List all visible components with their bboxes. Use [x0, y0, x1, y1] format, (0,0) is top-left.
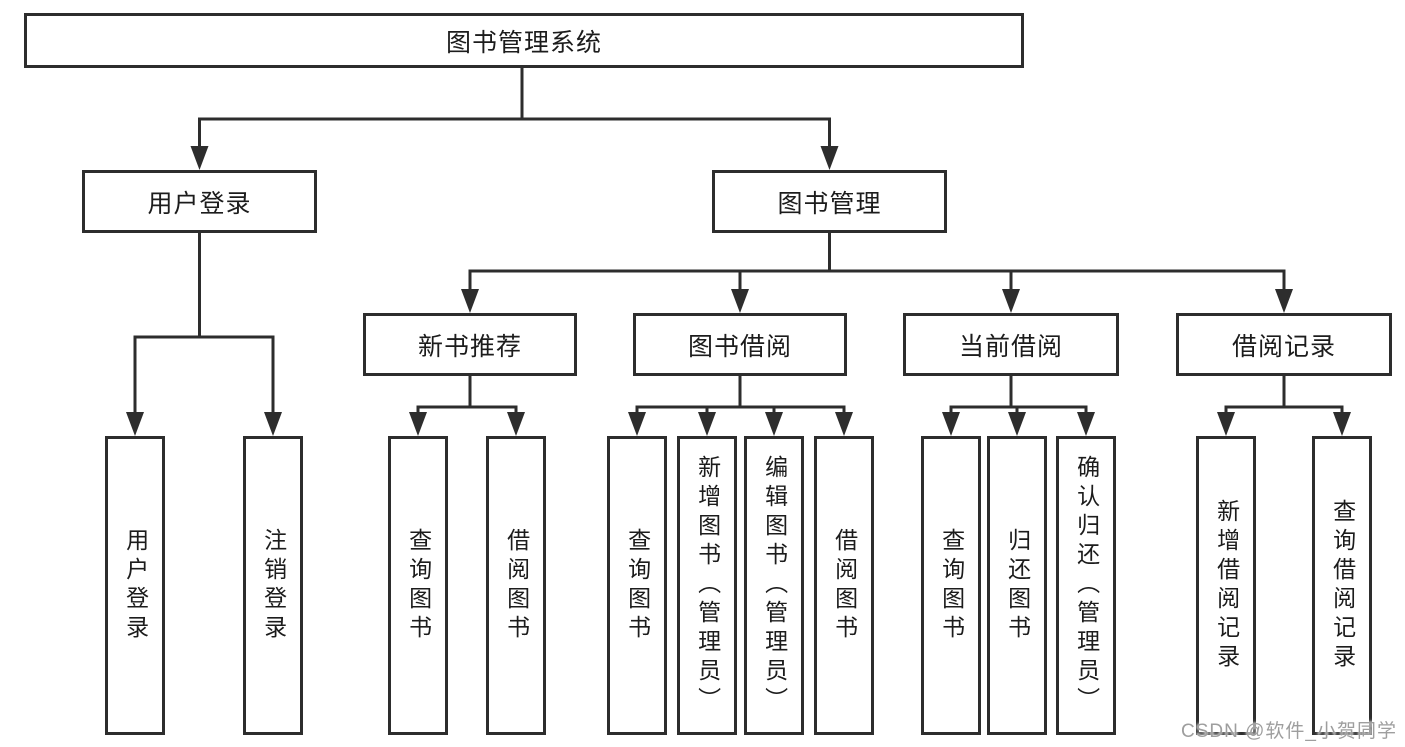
node-new-book-recommend: 新书推荐 — [363, 313, 577, 376]
arrowhead-icon — [409, 412, 427, 436]
leaf-add-borrow-record: 新增借阅记录 — [1196, 436, 1256, 735]
arrowhead-icon — [820, 146, 839, 170]
leaf-logout: 注销登录 — [243, 436, 303, 735]
arrowhead-icon — [765, 412, 783, 436]
leaf-borrow-book-recommend: 借阅图书 — [486, 436, 546, 735]
leaf-return-book: 归还图书 — [987, 436, 1047, 735]
leaf-confirm-return-admin-label: 确认归还（管理员） — [1073, 455, 1100, 716]
arrowhead-icon — [1002, 289, 1020, 313]
edge-userlogin-rail — [133, 335, 275, 413]
node-new-book-recommend-label: 新书推荐 — [417, 332, 522, 361]
node-current-borrow-label: 当前借阅 — [958, 332, 1063, 361]
leaf-query-borrow-record-label: 查询借阅记录 — [1329, 498, 1356, 673]
edge-bookmgmt-rail — [468, 269, 1286, 290]
leaf-query-book-current: 查询图书 — [921, 436, 981, 735]
node-book-management: 图书管理 — [712, 170, 947, 233]
node-root: 图书管理系统 — [24, 13, 1024, 68]
arrowhead-icon — [1275, 289, 1293, 313]
arrowhead-icon — [835, 412, 853, 436]
node-user-login-label: 用户登录 — [147, 189, 252, 218]
arrowhead-icon — [628, 412, 646, 436]
node-borrow-records: 借阅记录 — [1176, 313, 1392, 376]
node-root-label: 图书管理系统 — [445, 28, 602, 57]
leaf-add-book-admin: 新增图书（管理员） — [677, 436, 737, 735]
arrowhead-icon — [264, 412, 282, 436]
connector-paths — [133, 68, 1344, 413]
arrowhead-icon — [731, 289, 749, 313]
leaf-query-book-current-label: 查询图书 — [938, 527, 965, 644]
leaf-user-login: 用户登录 — [105, 436, 165, 735]
leaf-query-book-borrow-label: 查询图书 — [624, 527, 651, 644]
leaf-return-book-label: 归还图书 — [1004, 527, 1031, 644]
leaf-add-borrow-record-label: 新增借阅记录 — [1213, 498, 1240, 673]
node-current-borrow: 当前借阅 — [903, 313, 1119, 376]
arrowhead-icon — [126, 412, 144, 436]
leaf-query-book-recommend-label: 查询图书 — [405, 527, 432, 644]
arrowhead-icon — [698, 412, 716, 436]
arrowhead-icon — [1077, 412, 1095, 436]
arrowhead-icon — [1217, 412, 1235, 436]
arrowhead-icon — [942, 412, 960, 436]
arrowhead-icon — [461, 289, 479, 313]
node-book-borrow-label: 图书借阅 — [687, 332, 792, 361]
csdn-watermark: CSDN @软件_小贺同学 — [1181, 721, 1397, 742]
leaf-borrow-book: 借阅图书 — [814, 436, 874, 735]
edge-records-rail — [1224, 405, 1344, 413]
arrowhead-icon — [190, 146, 209, 170]
leaf-add-book-admin-label: 新增图书（管理员） — [694, 455, 721, 716]
arrowhead-icon — [1333, 412, 1351, 436]
leaf-edit-book-admin: 编辑图书（管理员） — [744, 436, 804, 735]
leaf-query-book-borrow: 查询图书 — [607, 436, 667, 735]
leaf-edit-book-admin-label: 编辑图书（管理员） — [761, 455, 788, 716]
leaf-confirm-return-admin: 确认归还（管理员） — [1056, 436, 1116, 735]
leaf-query-borrow-record: 查询借阅记录 — [1312, 436, 1372, 735]
leaf-user-login-label: 用户登录 — [122, 527, 149, 644]
arrowhead-icon — [1008, 412, 1026, 436]
leaf-query-book-recommend: 查询图书 — [388, 436, 448, 735]
node-book-management-label: 图书管理 — [777, 189, 882, 218]
node-user-login: 用户登录 — [82, 170, 317, 233]
edge-newbook-rail — [416, 405, 518, 413]
leaf-borrow-book-recommend-label: 借阅图书 — [503, 527, 530, 644]
edge-bookborrow-rail — [635, 405, 846, 413]
leaf-logout-label: 注销登录 — [260, 527, 287, 644]
leaf-borrow-book-label: 借阅图书 — [831, 527, 858, 644]
node-book-borrow: 图书借阅 — [633, 313, 847, 376]
node-borrow-records-label: 借阅记录 — [1231, 332, 1336, 361]
arrowhead-icon — [507, 412, 525, 436]
arrowheads — [126, 146, 1351, 436]
edge-root-rail — [198, 117, 831, 147]
